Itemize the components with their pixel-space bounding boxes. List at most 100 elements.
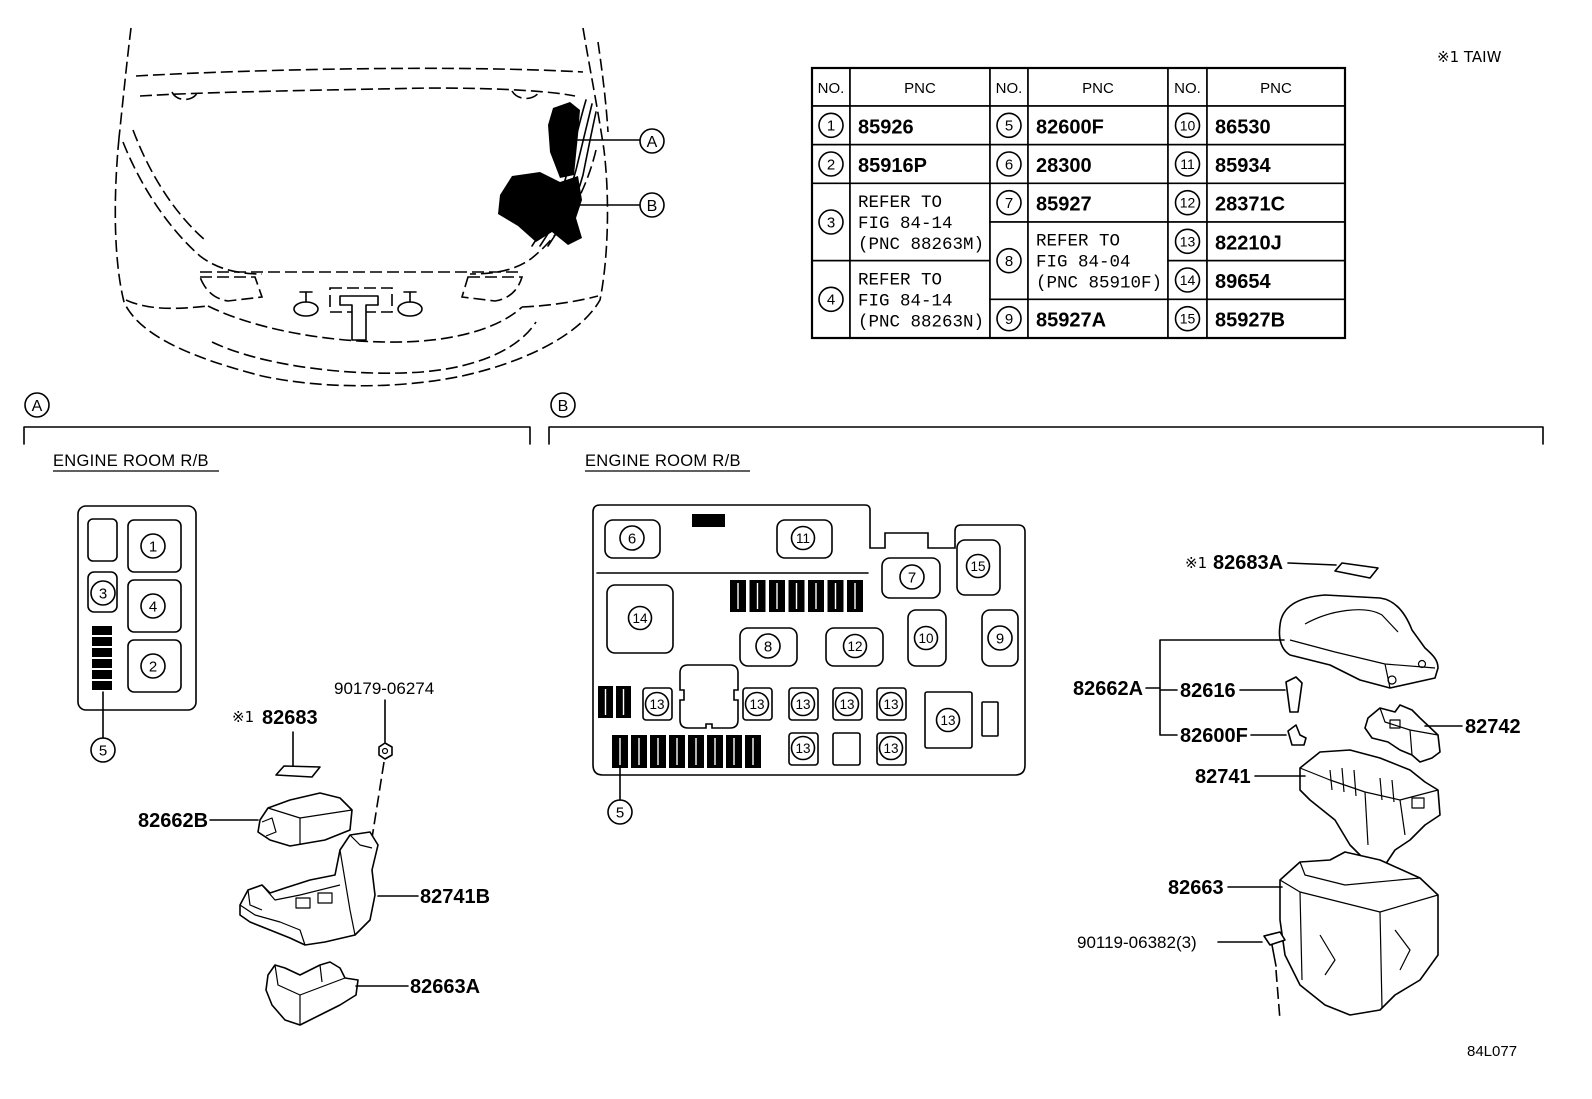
relay-box-a-slot-1	[127, 519, 182, 573]
relay-box-b-callout-10: 10	[913, 625, 939, 651]
relay-box-b-callout-11-number: 11	[796, 531, 810, 546]
relay-box-b-callout-5: 5	[607, 799, 633, 825]
table-item-7: 7	[996, 189, 1022, 216]
table-item-11-circle	[1174, 151, 1201, 177]
relay-box-b-callout-13: 13	[834, 691, 860, 717]
relay-box-b-callout-13-number: 13	[883, 697, 898, 712]
table-item-3-circle	[818, 209, 844, 235]
relay-box-b-layout	[592, 504, 1026, 801]
relay-box-b-fuses	[598, 580, 863, 768]
relay-box-b-callout-6-circle	[619, 525, 645, 551]
table-pnc-value: 82600F	[1036, 116, 1104, 138]
table-pnc-cell	[1027, 105, 1169, 146]
table-item-6-circle	[996, 151, 1022, 177]
lower-box-b-drawing	[1279, 851, 1439, 1016]
view-b-bracket	[548, 426, 1544, 445]
hood-right-edge	[582, 27, 605, 151]
view-a: A ENGINE ROOM R/B 90179-06274 ※1 82683 8…	[23, 392, 531, 1026]
relay-box-b-callout-11: 11	[790, 525, 816, 551]
front-bumper-lower	[211, 321, 537, 374]
table-item-10-circle	[1174, 112, 1201, 139]
nut-drawing	[378, 742, 393, 760]
fuse-mark	[92, 637, 112, 646]
relay-box-a-slot-2	[127, 639, 182, 693]
table-pnc-reference-line: (PNC 88263M)	[858, 235, 984, 255]
table-item-1: 1	[818, 112, 844, 139]
relay-box-a-callout-3: 3	[90, 580, 116, 606]
relay-block-a-location	[548, 102, 580, 178]
right-inner-fender	[469, 149, 597, 275]
relay-box-b-callout-13-number: 13	[795, 697, 810, 712]
view-b-title: ENGINE ROOM R/B	[585, 452, 741, 470]
relay-block-b-location	[498, 172, 582, 245]
relay-box-b-empty-slot	[832, 732, 861, 766]
relay-box-b-callout-13-circle	[935, 707, 961, 733]
table-item-8-circle	[996, 247, 1022, 274]
relay-box-b-callout-15-circle	[965, 553, 991, 579]
relay-box-b-callout-8-circle	[755, 633, 781, 659]
table-item-15: 15	[1174, 305, 1201, 332]
relay-box-b-callout-7: 7	[899, 564, 925, 590]
label-plate-a-drawing	[275, 765, 321, 778]
bolt-install-line	[1275, 969, 1281, 1021]
relay-box-b-callout-13: 13	[790, 691, 816, 717]
part-number-82662B: 82662B	[138, 810, 208, 832]
left-inner-fender-2	[132, 129, 206, 241]
part-82600F-drawing	[1287, 724, 1307, 746]
table-pnc-cell	[1027, 143, 1169, 185]
part-number-90179-06274: 90179-06274	[334, 679, 434, 698]
relay-box-b-slot-12	[825, 627, 884, 667]
table-item-10-number: 10	[1180, 117, 1196, 133]
table-item-9-circle	[996, 305, 1022, 332]
table-item-7-number: 7	[1005, 195, 1013, 212]
table-pnc-reference-line: REFER TO	[858, 270, 942, 290]
view-b-label: B	[558, 398, 569, 415]
table-pnc-cell	[1206, 298, 1346, 339]
table-item-2-circle	[818, 151, 844, 177]
table-pnc-reference-line: FIG 84-04	[1036, 253, 1131, 273]
relay-box-b-slot-14	[606, 584, 674, 654]
fuse-mark	[92, 681, 112, 690]
relay-box-a-callout-4-circle	[140, 593, 166, 619]
view-a-label: A	[32, 398, 43, 415]
vehicle-overview: A B	[114, 27, 665, 387]
part-number-82663: 82663	[1168, 877, 1224, 899]
table-item-14-circle	[1174, 267, 1201, 293]
table-header-pnc: PNC	[1082, 80, 1114, 97]
table-item-12: 12	[1174, 189, 1201, 216]
relay-box-b-slot-11	[776, 519, 833, 559]
table-item-15-circle	[1174, 305, 1201, 332]
table-item-11: 11	[1174, 151, 1201, 177]
relay-box-a-callout-5-number: 5	[99, 742, 107, 759]
relay-box-b-slot-8	[739, 627, 798, 667]
table-item-6: 6	[996, 151, 1022, 177]
relay-box-b-callout-13-circle	[878, 735, 904, 761]
relay-box-b-callout-7-number: 7	[908, 569, 916, 586]
table-item-12-number: 12	[1180, 195, 1196, 211]
fuse-mark	[92, 648, 112, 657]
hood-latch	[339, 295, 379, 341]
relay-box-a-blank-slot	[87, 518, 118, 562]
table-pnc-cell	[1027, 182, 1169, 223]
relay-holder-b-drawing	[1364, 704, 1441, 763]
block-a-drawing	[239, 831, 379, 946]
fuse-mark	[92, 670, 112, 679]
table-header-pnc: PNC	[904, 80, 936, 97]
hood-left-edge	[118, 27, 132, 139]
relay-box-b-callout-13: 13	[935, 707, 961, 733]
relay-box-b-callout-12-number: 12	[847, 639, 862, 654]
lower-cover-a-drawing	[265, 961, 359, 1026]
relay-box-b-callout-13-circle	[744, 691, 770, 717]
fuse-mark	[92, 659, 112, 668]
table-item-13: 13	[1174, 228, 1201, 255]
table-item-14-number: 14	[1180, 272, 1196, 288]
table-item-9: 9	[996, 305, 1022, 332]
